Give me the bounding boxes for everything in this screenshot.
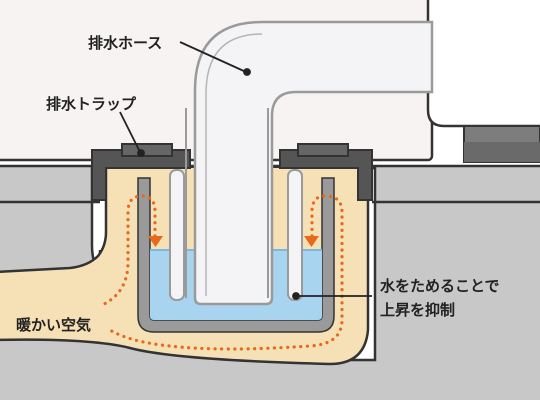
drain-hose: [193, 20, 434, 306]
trap-housing: [91, 149, 191, 201]
warm-air-flow: [98, 194, 344, 351]
label-warm-air: 暖かい空気: [16, 316, 91, 334]
label-water-line-1: 水をためることで: [380, 277, 500, 295]
label-drain-trap: 排水トラップ: [46, 95, 137, 113]
label-drain-hose: 排水ホース: [88, 34, 162, 52]
down-triangle-icon: [148, 236, 163, 247]
airflow-right-loop: [108, 194, 344, 351]
trap-housing-right: [279, 149, 373, 201]
down-triangle-icon: [304, 236, 319, 247]
leader-line-hose: [179, 41, 247, 73]
right-partition: [287, 169, 303, 301]
leader-line-trap: [119, 111, 141, 153]
appliance-side-panel: [426, 0, 540, 128]
airflow-left-loop: [98, 194, 157, 308]
left-partition: [169, 169, 185, 301]
label-water-line-2: 上昇を抑制: [380, 301, 455, 319]
